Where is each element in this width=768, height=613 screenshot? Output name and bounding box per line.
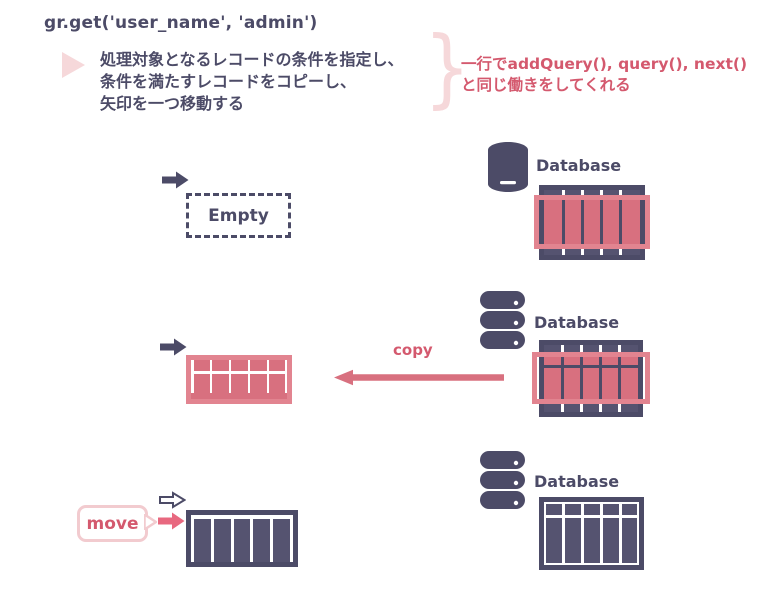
column-gap <box>580 502 584 565</box>
database-label-1: Database <box>536 156 622 175</box>
previous-pointer-arrow-outline-icon <box>159 491 186 509</box>
record-separator <box>599 357 602 399</box>
triangle-bullet-icon <box>62 52 85 78</box>
move-callout-bubble: move <box>77 505 148 542</box>
database-stack-icon <box>480 291 525 349</box>
description-line-3: 矢印を一つ移動する <box>100 94 245 113</box>
copy-label: copy <box>393 341 433 359</box>
grid-line <box>284 360 287 393</box>
description-line-1: 処理対象となるレコードの条件を指定し、 <box>100 50 404 69</box>
empty-record-box: Empty <box>186 193 291 238</box>
pointer-arrow-right-icon <box>162 171 189 189</box>
bubble-tail-icon <box>144 514 157 530</box>
database-label-2: Database <box>534 313 620 332</box>
record-separator <box>580 357 583 399</box>
pointer-arrow-right-icon <box>160 338 187 356</box>
database-table-2 <box>532 340 650 417</box>
annotation-line-1: 一行でaddQuery(), query(), next() <box>461 55 748 73</box>
copied-records-table <box>186 355 292 404</box>
record-cell <box>194 519 211 562</box>
database-cylinder-icon <box>488 142 528 192</box>
selection-highlight-border <box>534 195 650 249</box>
empty-label: Empty <box>208 205 269 226</box>
grid-line <box>191 360 194 393</box>
record-separator <box>562 200 565 244</box>
copy-arrow-left-icon <box>334 369 504 386</box>
grid-line <box>247 360 250 393</box>
record-separator <box>581 200 584 244</box>
column-gap <box>561 502 565 565</box>
grid-line <box>266 360 269 393</box>
record-cell <box>233 519 251 562</box>
database-table-3 <box>539 497 644 570</box>
database-stack-icon <box>480 451 525 509</box>
column-gap <box>618 502 622 565</box>
header-separator <box>544 365 638 368</box>
code-title: gr.get('user_name', 'admin') <box>44 13 318 33</box>
record-separator <box>618 357 621 399</box>
table-inset <box>544 502 639 565</box>
annotation-line-2: と同じ働きをしてくれる <box>461 76 631 94</box>
database-label-3: Database <box>534 472 620 491</box>
matching-records-band <box>544 357 638 399</box>
brace-glyph: } <box>424 18 471 118</box>
database-table-1 <box>534 185 650 260</box>
matching-records-band <box>544 200 640 244</box>
selection-highlight-border <box>532 352 650 404</box>
record-separator <box>561 357 564 399</box>
annotation-text: 一行でaddQuery(), query(), next() と同じ働きをしてく… <box>461 54 747 96</box>
column-gap <box>599 502 603 565</box>
grid-line <box>228 360 231 393</box>
description-text: 処理対象となるレコードの条件を指定し、 条件を満たすレコードをコピーし、 矢印を… <box>100 49 404 115</box>
record-separator <box>619 200 622 244</box>
header-grid-line <box>191 371 287 374</box>
record-cell <box>273 519 290 562</box>
grid-line <box>209 360 212 393</box>
moved-records-table <box>186 510 298 567</box>
record-cell <box>213 519 231 562</box>
moved-pointer-arrow-icon <box>158 512 185 530</box>
record-separator <box>600 200 603 244</box>
header-row-gap <box>544 515 639 518</box>
description-line-2: 条件を満たすレコードをコピーし、 <box>100 72 357 91</box>
record-cell <box>253 519 271 562</box>
move-label: move <box>86 513 139 534</box>
